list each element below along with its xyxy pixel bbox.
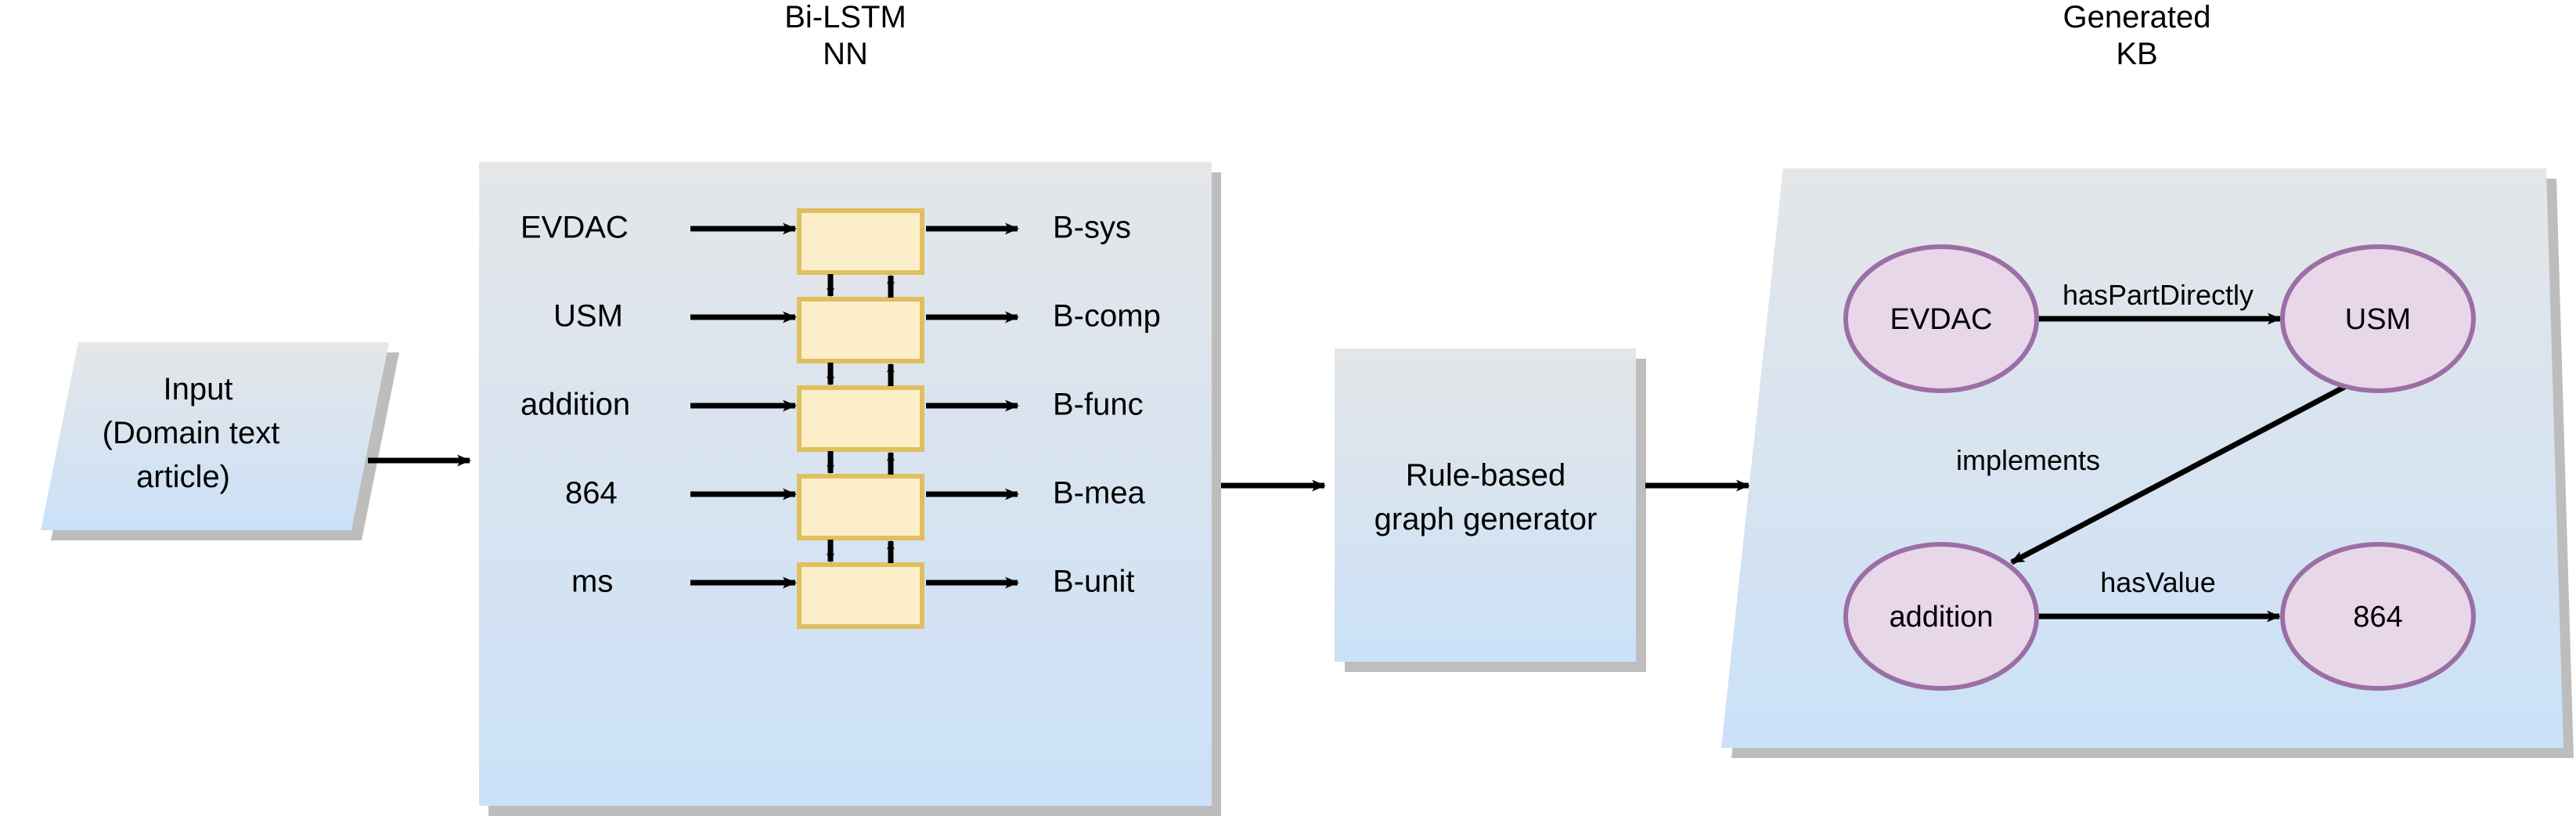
input-block-shape bbox=[41, 342, 389, 530]
generator-label-line2: graph generator bbox=[1374, 502, 1598, 536]
kb-title-line2: KB bbox=[2116, 37, 2157, 71]
lstm-cell bbox=[797, 385, 924, 452]
kb-title-line1: Generated bbox=[2063, 0, 2210, 34]
lstm-cell bbox=[797, 562, 924, 629]
bilstm-title-line2: NN bbox=[823, 37, 868, 71]
bilstm-row: 864 B-mea bbox=[565, 474, 1146, 540]
lstm-cell bbox=[797, 297, 924, 363]
lstm-recurrent-links bbox=[827, 274, 895, 563]
bilstm-output-label: B-unit bbox=[1053, 565, 1135, 599]
bilstm-input-label: addition bbox=[521, 388, 630, 422]
kb-node-usm: USM bbox=[2280, 244, 2476, 393]
kb-node-ellipse bbox=[2280, 244, 2476, 393]
kb-node-label: addition bbox=[1889, 601, 1993, 634]
bilstm-row: addition B-func bbox=[521, 385, 1144, 452]
kb-title: Generated KB bbox=[2063, 0, 2210, 71]
kb-node-ellipse bbox=[2280, 542, 2476, 691]
bilstm-output-label: B-sys bbox=[1053, 211, 1131, 245]
kb-node-ellipse bbox=[1843, 542, 2039, 691]
bilstm-input-label: 864 bbox=[565, 476, 618, 511]
generator-block: Rule-based graph generator bbox=[1335, 349, 1646, 672]
input-block-line1: Input bbox=[164, 372, 233, 406]
kb-node-addition: addition bbox=[1843, 542, 2039, 691]
bilstm-title: Bi-LSTM NN bbox=[784, 0, 906, 71]
kb-node-evdac: EVDAC bbox=[1843, 244, 2039, 393]
generator-block-body bbox=[1335, 349, 1636, 662]
kb-node-ellipse bbox=[1843, 244, 2039, 393]
edge-label-haspartdirectly: hasPartDirectly bbox=[2063, 279, 2254, 311]
bilstm-row: EVDAC B-sys bbox=[521, 208, 1131, 275]
input-block-line3: article) bbox=[136, 460, 230, 494]
bilstm-row: USM B-comp bbox=[553, 297, 1161, 363]
bilstm-input-label: USM bbox=[553, 299, 623, 334]
kb-node-label: EVDAC bbox=[1890, 303, 1993, 336]
bilstm-input-label: ms bbox=[571, 565, 613, 599]
edge-implements-line bbox=[2010, 381, 2352, 565]
bilstm-title-line1: Bi-LSTM bbox=[784, 0, 906, 34]
bilstm-output-label: B-mea bbox=[1053, 476, 1146, 511]
kb-node-label: 864 bbox=[2353, 601, 2402, 634]
lstm-cell bbox=[797, 208, 924, 275]
kb-node-value: 864 bbox=[2280, 542, 2476, 691]
kb-edges bbox=[2010, 312, 2352, 623]
generator-label-line1: Rule-based bbox=[1406, 458, 1566, 493]
kb-node-label: USM bbox=[2345, 303, 2411, 336]
bilstm-input-label: EVDAC bbox=[521, 211, 629, 245]
bilstm-row: ms B-unit bbox=[571, 562, 1135, 629]
edge-label-implements: implements bbox=[1956, 444, 2100, 476]
lstm-cell bbox=[797, 474, 924, 540]
kb-edge-labels: hasPartDirectly implements hasValue bbox=[1956, 279, 2254, 598]
edge-label-hasvalue: hasValue bbox=[2100, 566, 2215, 598]
input-block: Input (Domain text article) bbox=[41, 342, 399, 540]
bilstm-output-label: B-comp bbox=[1053, 299, 1161, 334]
bilstm-output-label: B-func bbox=[1053, 388, 1144, 422]
input-block-line2: (Domain text bbox=[103, 416, 280, 450]
